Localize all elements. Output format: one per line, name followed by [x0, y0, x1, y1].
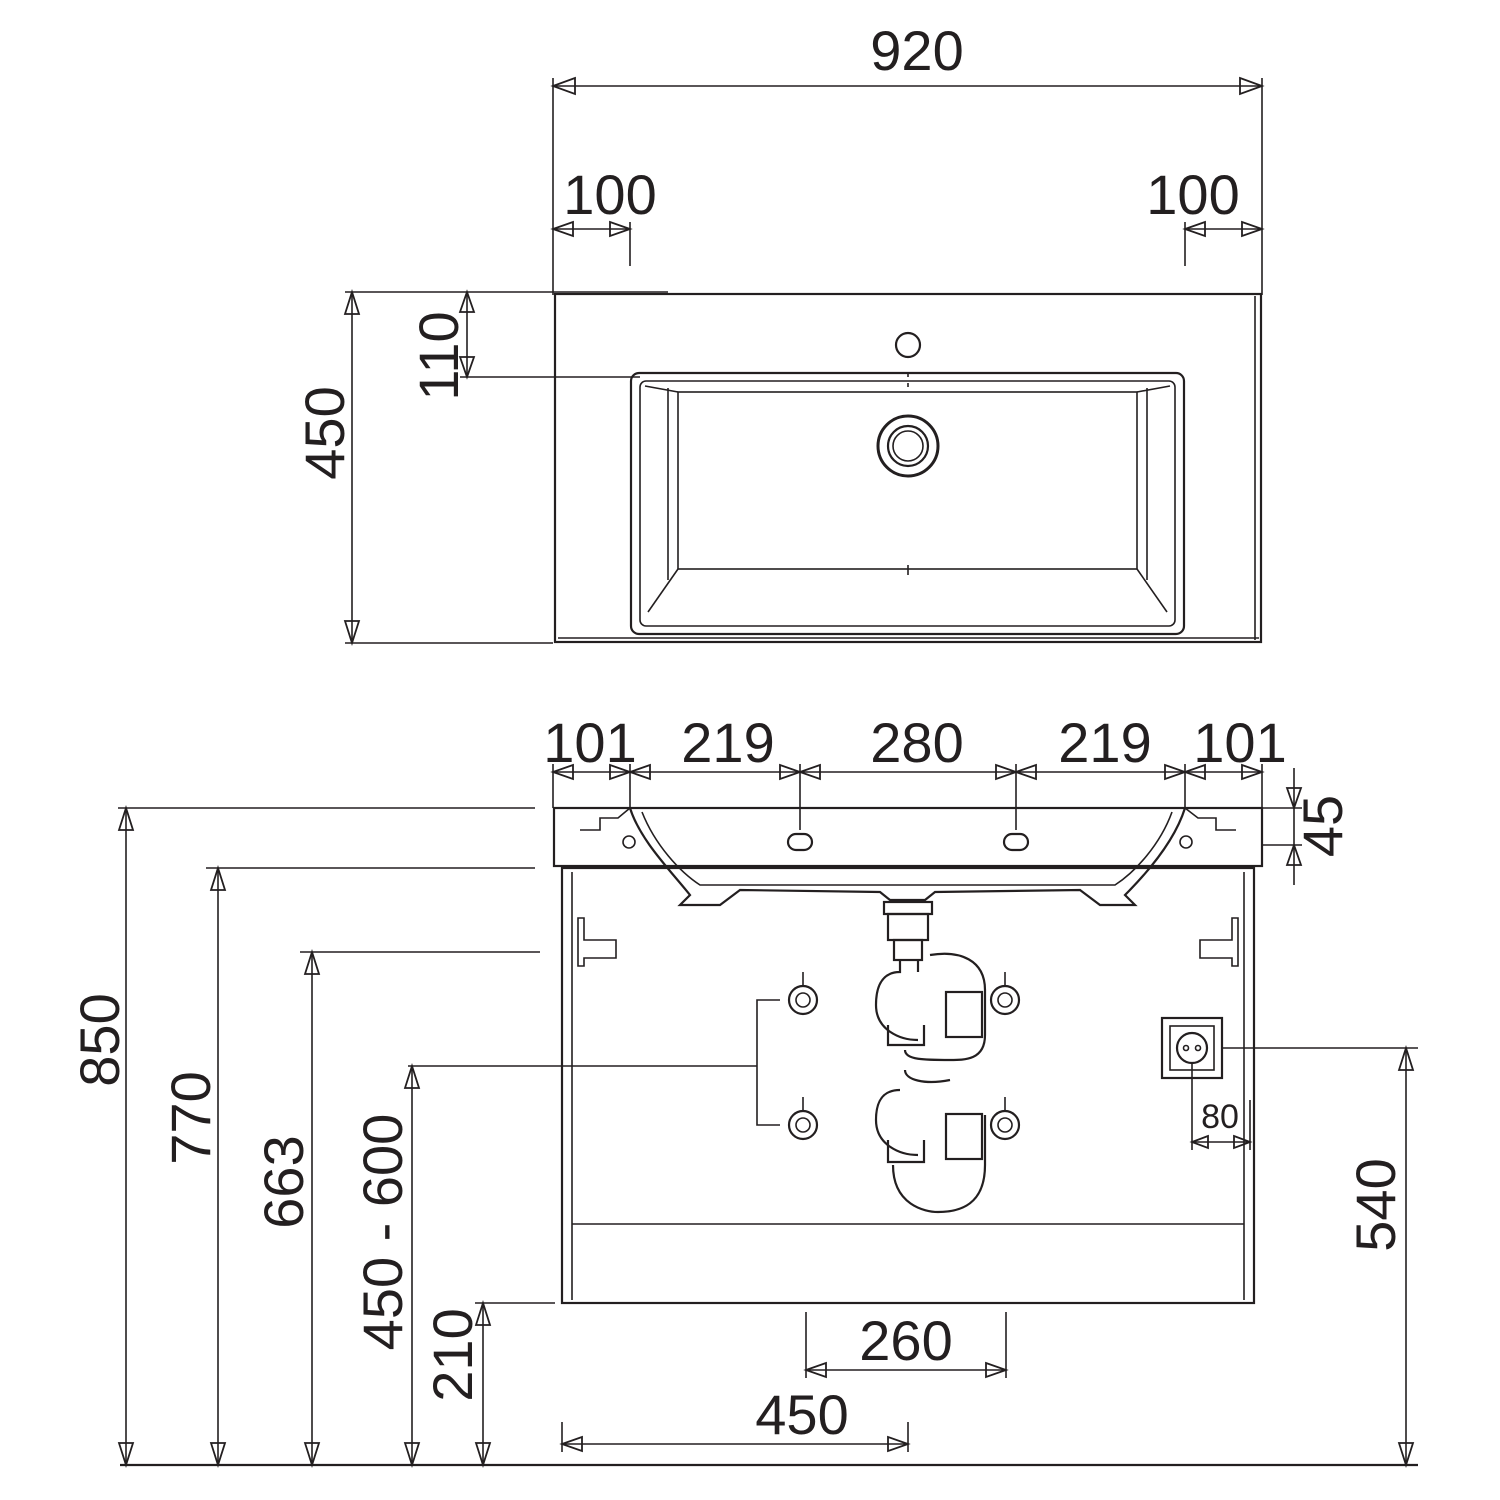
basin-outline [629, 371, 1186, 636]
dim-segment-2: 219 [681, 711, 774, 774]
dim-cabinet-top-height: 770 [159, 1071, 222, 1164]
dim-left-margin: 100 [563, 163, 656, 226]
dim-drain-offset: 450 [755, 1383, 848, 1446]
valve-upper-right [989, 972, 1021, 1016]
top-view: 920 100 100 450 110 [293, 19, 1265, 646]
dim-segment-4: 219 [1058, 711, 1151, 774]
valve-upper-left [787, 972, 819, 1016]
dim-inner-height: 663 [252, 1135, 315, 1228]
dim-front-to-basin: 110 [407, 311, 470, 400]
valve-lower-right [989, 1097, 1021, 1141]
basin-section [628, 807, 1187, 907]
dim-depth: 450 [293, 386, 356, 479]
dim-trap-range: 450 - 600 [351, 1114, 414, 1351]
dim-segment-1: 101 [543, 711, 636, 774]
dim-segment-5: 101 [1193, 711, 1286, 774]
valve-lower-left [787, 1097, 819, 1141]
dim-drain-span: 260 [859, 1309, 952, 1372]
tap-hole [894, 331, 922, 359]
cabinet-body [560, 866, 1256, 1305]
front-hole-right [1002, 832, 1030, 852]
drain [876, 414, 940, 478]
dim-socket-offset: 80 [1201, 1098, 1239, 1136]
dim-total-height: 850 [68, 993, 131, 1086]
dim-socket-height: 540 [1344, 1158, 1407, 1251]
hinge-left [577, 917, 617, 967]
dim-bottom-clearance: 210 [421, 1308, 484, 1401]
dim-right-margin: 100 [1146, 163, 1239, 226]
dim-top-thickness: 45 [1291, 795, 1354, 857]
front-hole-left [786, 832, 814, 852]
dim-segment-3: 280 [870, 711, 963, 774]
front-view: 101 219 280 219 101 45 [68, 711, 1418, 1468]
hinge-right [1199, 917, 1239, 967]
countertop-front [552, 806, 1264, 868]
countertop-outline [553, 292, 1263, 644]
dim-overall-width: 920 [870, 19, 963, 82]
siphon [874, 900, 987, 1214]
